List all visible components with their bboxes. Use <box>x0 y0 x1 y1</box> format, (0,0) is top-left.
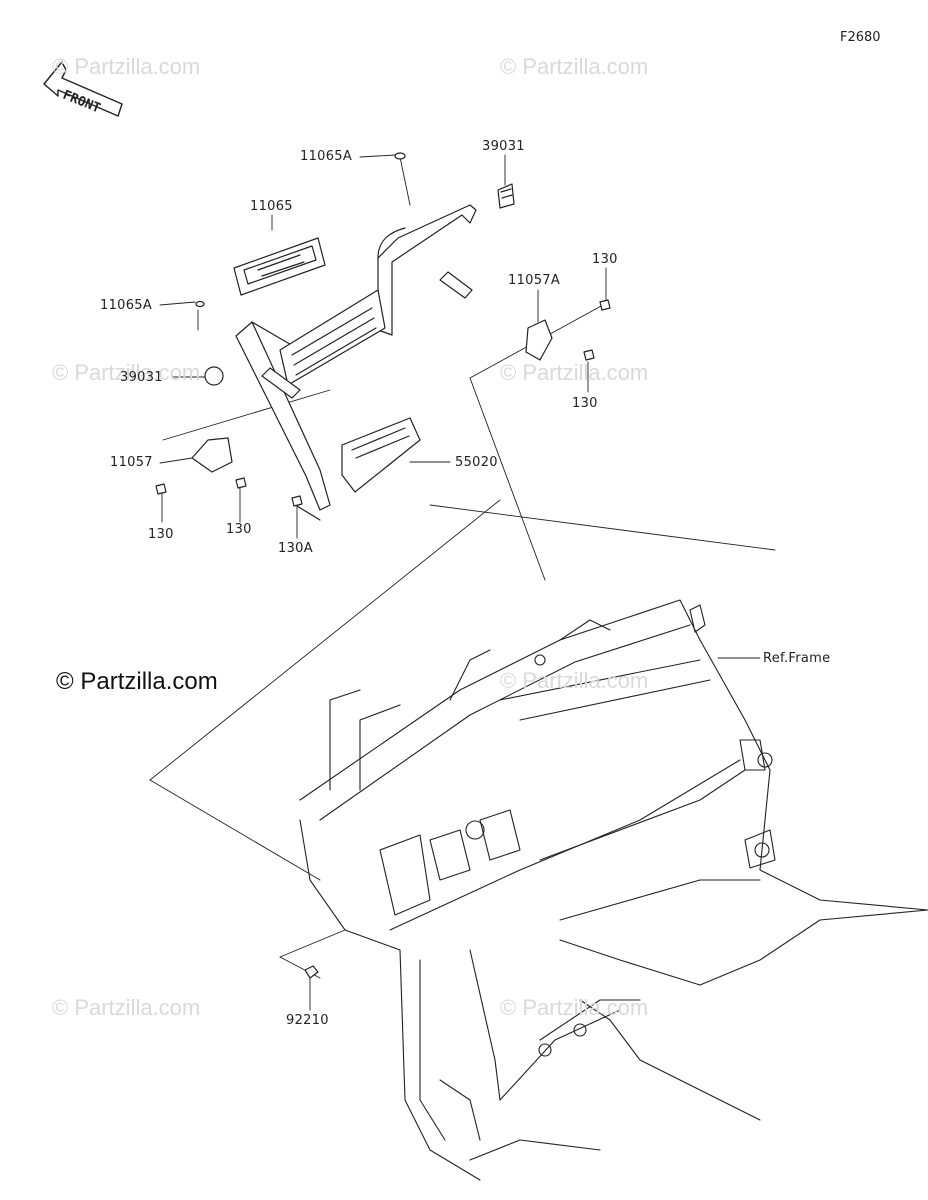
copyright-notice: © Partzilla.com <box>56 668 218 695</box>
part-callout-11065[interactable]: 11065 <box>250 199 293 214</box>
leader-lines <box>149 154 776 1011</box>
watermark: © Partzilla.com <box>52 995 201 1020</box>
watermark: © Partzilla.com <box>500 54 649 79</box>
part-callout-130[interactable]: 130 <box>226 522 252 537</box>
watermark: © Partzilla.com <box>500 360 649 385</box>
part-callout-11065a[interactable]: 11065A <box>300 149 353 164</box>
frame-outline <box>299 599 928 1181</box>
watermark: © Partzilla.com <box>500 995 649 1020</box>
watermark: © Partzilla.com <box>500 668 649 693</box>
part-callout-39031[interactable]: 39031 <box>482 139 525 154</box>
part-callout-11057[interactable]: 11057 <box>110 455 153 470</box>
part-callout-39031[interactable]: 39031 <box>120 370 163 385</box>
part-callout-130[interactable]: 130 <box>592 252 618 267</box>
part-callout-130a[interactable]: 130A <box>278 541 313 556</box>
ref-frame-label: Ref.Frame <box>763 651 831 666</box>
part-callout-130[interactable]: 130 <box>572 396 598 411</box>
part-callout-11057a[interactable]: 11057A <box>508 273 561 288</box>
watermark: © Partzilla.com <box>52 360 201 385</box>
watermark: © Partzilla.com <box>52 54 201 79</box>
part-callout-11065a[interactable]: 11065A <box>100 298 153 313</box>
figure-id: F2680 <box>840 30 881 45</box>
part-callout-92210[interactable]: 92210 <box>286 1013 329 1028</box>
guard-assembly <box>155 152 611 979</box>
part-callout-55020[interactable]: 55020 <box>455 455 498 470</box>
part-callout-130[interactable]: 130 <box>148 527 174 542</box>
